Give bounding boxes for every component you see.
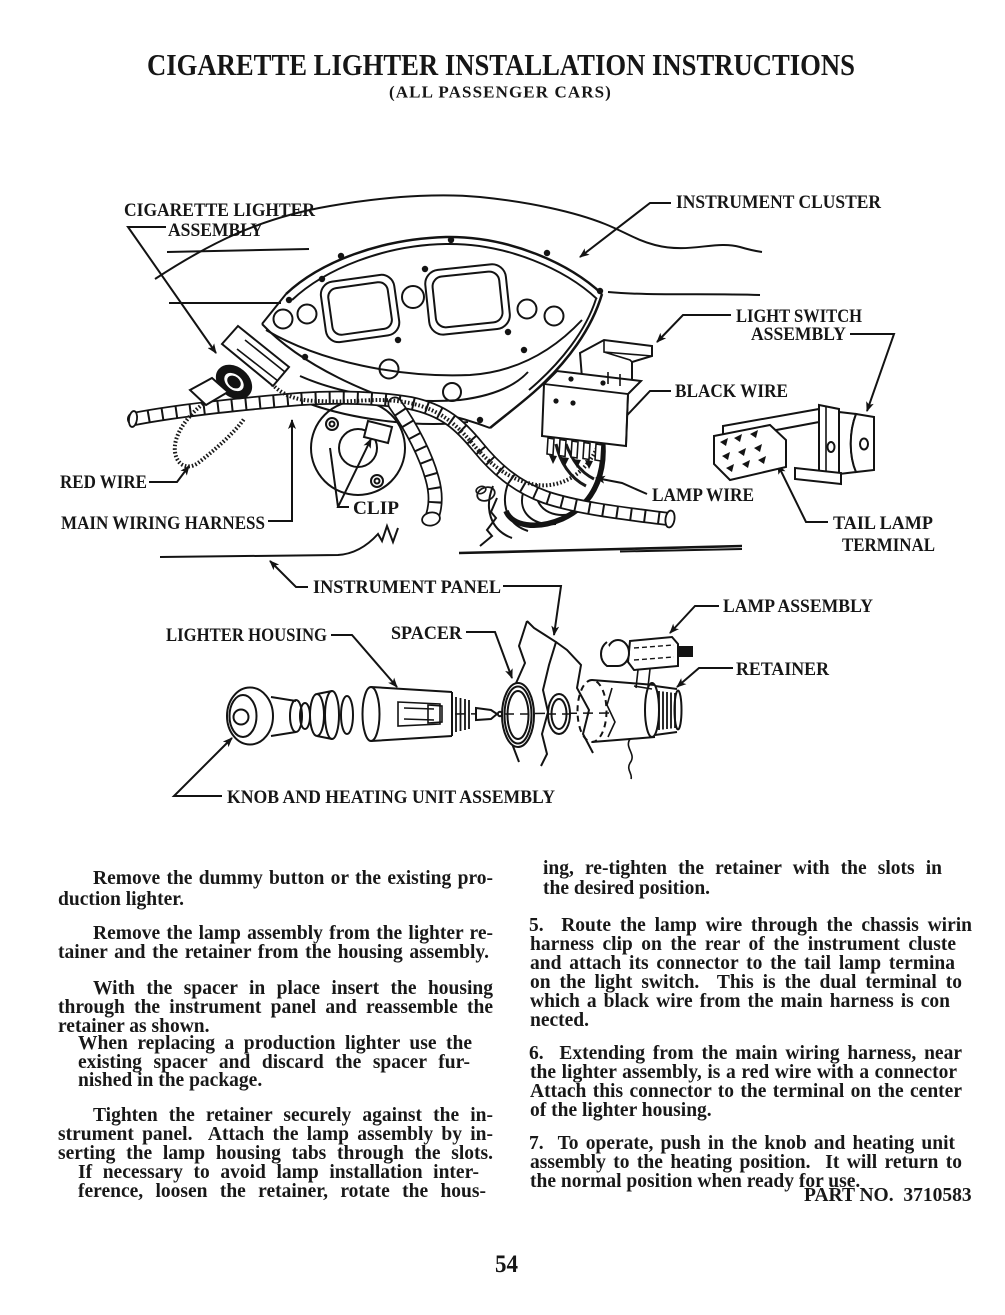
svg-text:BLACK WIRE: BLACK WIRE <box>675 381 788 402</box>
svg-text:INSTRUMENT PANEL: INSTRUMENT PANEL <box>313 577 501 598</box>
svg-text:LAMP WIRE: LAMP WIRE <box>652 485 754 506</box>
svg-text:54: 54 <box>495 1251 518 1278</box>
svg-text:TAIL LAMP: TAIL LAMP <box>833 513 933 534</box>
svg-text:ASSEMBLY: ASSEMBLY <box>751 324 846 345</box>
svg-text:(ALL PASSENGER CARS): (ALL PASSENGER CARS) <box>389 83 612 102</box>
svg-text:MAIN WIRING HARNESS: MAIN WIRING HARNESS <box>61 513 265 534</box>
svg-text:SPACER: SPACER <box>391 623 462 644</box>
svg-text:CIGARETTE LIGHTER INSTALLATION: CIGARETTE LIGHTER INSTALLATION INSTRUCTI… <box>147 48 855 82</box>
svg-text:TERMINAL: TERMINAL <box>842 535 935 556</box>
svg-text:RETAINER: RETAINER <box>736 659 829 680</box>
svg-text:INSTRUMENT CLUSTER: INSTRUMENT CLUSTER <box>676 192 881 213</box>
svg-text:LAMP ASSEMBLY: LAMP ASSEMBLY <box>723 596 873 617</box>
svg-text:CIGARETTE LIGHTER: CIGARETTE LIGHTER <box>124 200 315 221</box>
svg-text:RED WIRE: RED WIRE <box>60 472 147 493</box>
svg-text:CLIP: CLIP <box>353 498 399 519</box>
svg-text:KNOB AND HEATING UNIT ASSEMBLY: KNOB AND HEATING UNIT ASSEMBLY <box>227 787 555 808</box>
svg-text:LIGHTER HOUSING: LIGHTER HOUSING <box>166 625 327 646</box>
svg-text:LIGHT SWITCH: LIGHT SWITCH <box>736 306 862 327</box>
svg-text:ASSEMBLY: ASSEMBLY <box>168 220 263 241</box>
